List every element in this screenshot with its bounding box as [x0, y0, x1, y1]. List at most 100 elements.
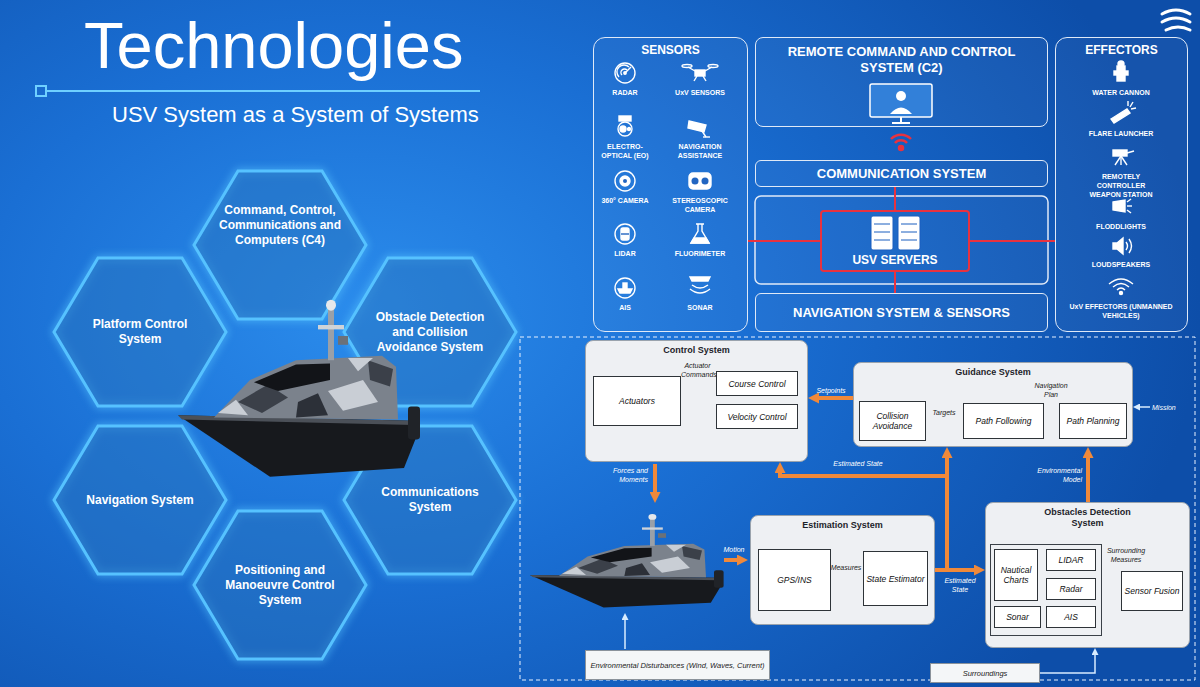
server-icon — [901, 232, 917, 233]
node-text: Velocity Control — [727, 412, 786, 422]
system-band: NAVIGATION SYSTEM & SENSORS — [755, 293, 1048, 332]
process-box: GPS/INS — [758, 549, 831, 611]
connector — [894, 272, 896, 293]
process-group: Control SystemActuators Course ControlVel… — [585, 340, 808, 462]
process-box: Sonar — [994, 606, 1041, 628]
node-text: Sensor Fusion — [1125, 586, 1180, 596]
icon-label: REMOTELY CONTROLLER WEAPON STATION — [1081, 172, 1161, 199]
hexagon-outline — [54, 258, 226, 406]
node-text: USV SERVERS — [852, 253, 937, 267]
input-box: Surroundings — [930, 663, 1040, 683]
hexagon-node: Communications System — [342, 424, 518, 576]
process-box: Actuators — [593, 376, 681, 426]
connector — [1086, 453, 1090, 503]
connector-label: Surrounding Measures — [1101, 546, 1151, 564]
server-icon — [871, 216, 920, 250]
node-text: Command, Control, Communications and Com… — [218, 203, 342, 248]
server-icon — [871, 216, 893, 250]
hexagon-outline — [54, 426, 226, 574]
node-text: Path Planning — [1067, 416, 1120, 426]
flow-arrows — [724, 558, 743, 562]
node-text: Estimation System — [802, 520, 883, 531]
dashed-region — [520, 337, 1195, 680]
company-logo — [1162, 10, 1190, 14]
process-box: Path Following — [963, 403, 1044, 439]
signal-symbol — [899, 146, 903, 150]
input-box: Environmental Disturbances (Wind, Waves,… — [585, 650, 770, 680]
connector-label: Environmental Model — [1020, 466, 1082, 484]
process-box: Course Control — [716, 371, 798, 396]
signal-symbol — [895, 140, 907, 143]
process-box: Radar — [1046, 578, 1096, 600]
hexagon-outline — [194, 511, 366, 659]
node-text: Course Control — [728, 379, 785, 389]
flow-label: Mission — [1152, 403, 1190, 412]
title-rule — [36, 86, 480, 96]
icon-label: 360° CAMERA — [592, 196, 658, 205]
server-icon — [874, 232, 890, 233]
server-icon — [901, 224, 917, 225]
process-box: Sensor Fusion — [1121, 571, 1183, 611]
title-rule — [46, 90, 480, 92]
icon-label: UxV EFFECTORS (UNMANNED VEHICLES) — [1066, 302, 1176, 320]
hexagon-node: Positioning and Manoeuvre Control System — [192, 509, 368, 661]
connector-label: Estimated State — [818, 459, 898, 468]
panel-box: SENSORS — [593, 37, 748, 332]
flow-arrows — [624, 617, 626, 650]
connector-label: Navigation Plan — [1028, 381, 1074, 399]
process-box: Collision Avoidance — [859, 401, 926, 441]
icon-label: RADAR — [592, 88, 658, 97]
process-group: Obstacles Detection SystemNautical Chart… — [985, 502, 1190, 648]
node-text: NAVIGATION SYSTEM & SENSORS — [793, 305, 1010, 320]
node-text: State Estimator — [866, 574, 924, 584]
connector — [894, 187, 896, 210]
node-text: Navigation System — [78, 493, 202, 508]
node-text: Platform Control System — [78, 317, 202, 347]
subtitle: USV System as a System of Systems — [112, 102, 552, 128]
flow-label: Motion — [718, 545, 750, 554]
icon-label: NAVIGATION ASSISTANCE — [667, 142, 733, 160]
control-station-box: REMOTE COMMAND AND CONTROL SYSTEM (C2) — [755, 37, 1048, 127]
node-text: Nautical Charts — [997, 565, 1035, 585]
node-text: Path Following — [976, 416, 1032, 426]
hexagon-node: Command, Control, Communications and Com… — [192, 169, 368, 321]
icon-label: UxV SENSORS — [667, 88, 733, 97]
icon-label: ELECTRO- OPTICAL (EO) — [592, 142, 658, 160]
hexagon-node: Platform Control System — [52, 256, 228, 408]
process-box: Nautical Charts — [994, 549, 1038, 601]
node-text: EFFECTORS — [1085, 43, 1157, 57]
node-text: Communications System — [368, 485, 492, 515]
title-rule — [36, 86, 46, 96]
signal-symbol — [891, 135, 911, 150]
server-icon — [874, 240, 890, 241]
connector — [814, 396, 854, 400]
node-text: SENSORS — [641, 43, 700, 57]
node-text: REMOTE COMMAND AND CONTROL SYSTEM (C2) — [767, 44, 1037, 76]
hexagon-outline — [344, 258, 516, 406]
usv-boat-small — [530, 514, 724, 607]
node-text: AIS — [1064, 612, 1078, 622]
node-text: Sonar — [1006, 612, 1029, 622]
connector-label: Targets — [926, 408, 962, 417]
connector-label: Estimated State — [937, 576, 983, 594]
node-text: Actuators — [619, 396, 655, 406]
server-box: USV SERVERS — [820, 210, 970, 272]
node-text: Positioning and Manoeuvre Control System — [218, 563, 342, 608]
node-text: Obstacles Detection System — [1033, 507, 1143, 529]
connector-label: Setpoints — [810, 386, 852, 395]
process-group: Guidance SystemCollision Avoidance Path F… — [853, 362, 1133, 447]
connector-label: Actuator Commands — [681, 361, 714, 379]
hexagon-node: Obstacle Detection and Collision Avoidan… — [342, 256, 518, 408]
signal-symbol — [891, 135, 911, 139]
node-text: Guidance System — [955, 367, 1031, 378]
node-text: Control System — [663, 345, 730, 356]
icon-label: FLODDLIGHTS — [1066, 222, 1176, 231]
server-icon — [898, 216, 920, 250]
node-text: GPS/INS — [777, 575, 811, 585]
node-text: Obstacle Detection and Collision Avoidan… — [368, 310, 492, 355]
connector — [970, 240, 1055, 242]
node-text: Radar — [1059, 584, 1082, 594]
flow-arrows — [653, 464, 657, 498]
icon-label: LOUDSPEAKERS — [1066, 260, 1176, 269]
icon-label: FLUORIMETER — [667, 249, 733, 258]
